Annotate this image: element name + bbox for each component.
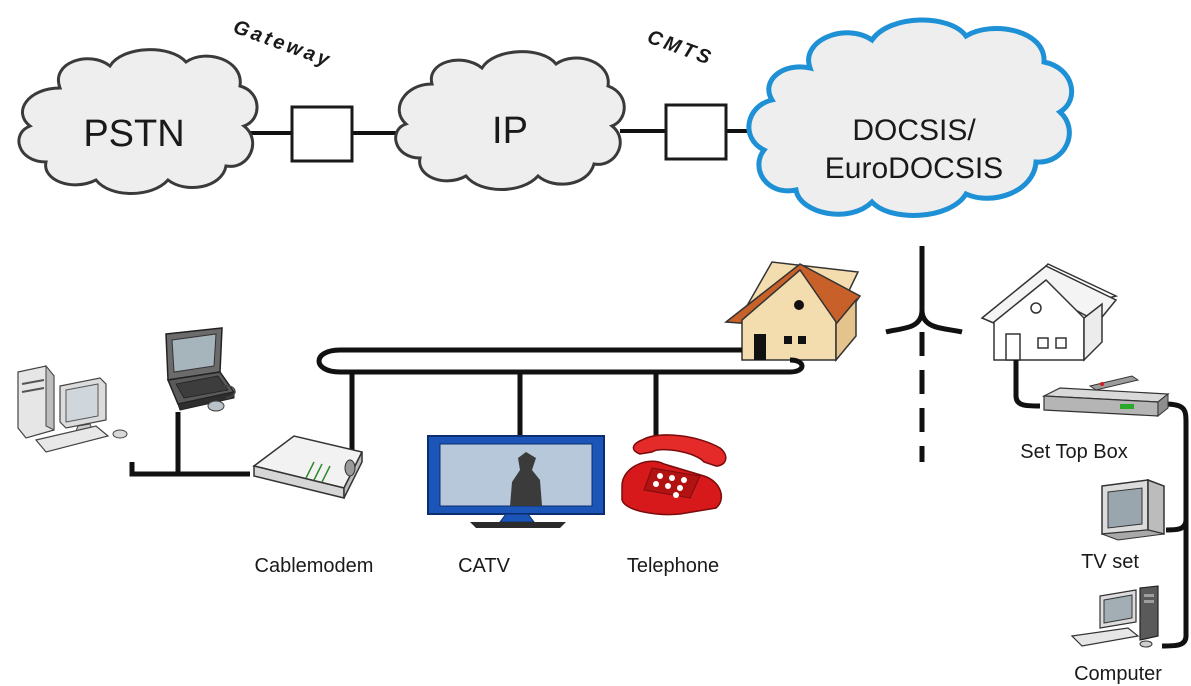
set-top-box-label: Set Top Box bbox=[1020, 441, 1127, 463]
cablemodem-label: Cablemodem bbox=[255, 555, 374, 577]
cmts-label: CMTS bbox=[644, 26, 716, 70]
home-chain-wiring bbox=[1013, 360, 1189, 649]
cablemodem-icon bbox=[252, 435, 364, 499]
cmts-box bbox=[664, 103, 728, 161]
tv-set-label: TV set bbox=[1081, 551, 1139, 573]
gateway-label: Gateway bbox=[230, 16, 335, 72]
docsis-label-line1: DOCSIS/ bbox=[852, 114, 976, 147]
catv-icon bbox=[427, 435, 605, 528]
set-top-box-icon bbox=[1041, 375, 1170, 418]
computer-label: Computer bbox=[1074, 663, 1162, 685]
computer-icon bbox=[1070, 585, 1159, 648]
tv-set-icon bbox=[1101, 478, 1165, 541]
gateway-box bbox=[290, 105, 354, 163]
docsis-label-line2: EuroDOCSIS bbox=[825, 152, 1003, 185]
docsis-drop bbox=[885, 246, 963, 462]
laptop-icon bbox=[165, 327, 236, 412]
pstn-cloud: PSTN bbox=[17, 48, 259, 195]
ip-label: IP bbox=[492, 110, 528, 152]
docsis-cloud: DOCSIS/ EuroDOCSIS bbox=[746, 17, 1075, 218]
desktop-pc-icon bbox=[17, 364, 128, 453]
house-icon bbox=[724, 261, 862, 363]
telephone-label: Telephone bbox=[627, 555, 719, 577]
lan-wiring bbox=[129, 412, 250, 477]
house-outline-icon bbox=[980, 263, 1119, 362]
ip-cloud: IP bbox=[394, 50, 626, 191]
catv-label: CATV bbox=[458, 555, 511, 577]
pstn-label: PSTN bbox=[83, 113, 184, 155]
telephone-icon bbox=[621, 434, 727, 516]
